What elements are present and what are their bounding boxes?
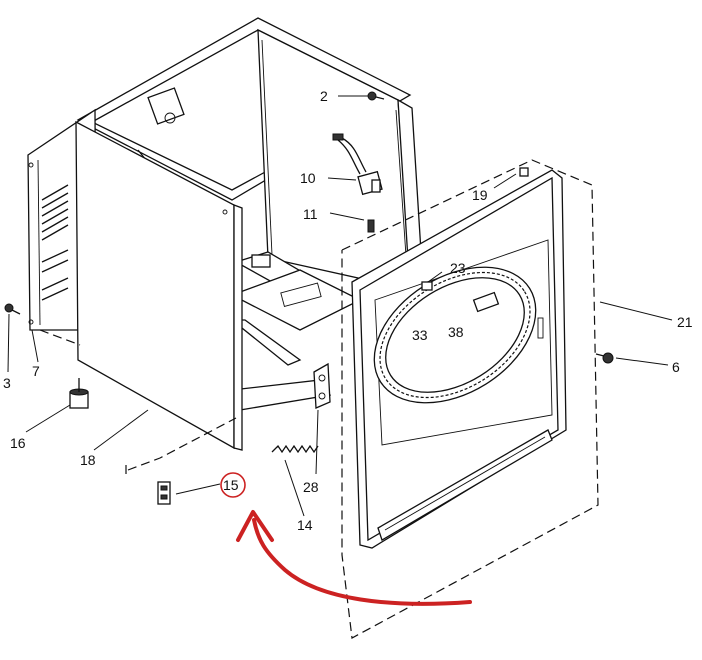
hinge-bracket-28 [313,362,331,409]
callout-16: 16 [10,435,26,451]
callout-3: 3 [3,375,11,391]
callout-15: 15 [223,477,239,493]
spring-14 [271,444,319,454]
callouts: 2 10 11 19 23 21 33 38 6 3 7 16 18 28 14… [3,88,693,533]
callout-18: 18 [80,452,96,468]
screw-part-3 [4,303,21,315]
callout-19: 19 [472,187,488,203]
red-annotation [220,472,472,606]
callout-7: 7 [32,363,40,379]
callout-33: 33 [412,327,428,343]
screw-part-6 [595,352,614,364]
callout-2: 2 [320,88,328,104]
front-assembly-outline [341,159,599,639]
callout-28: 28 [303,479,319,495]
screw-part-11 [367,219,375,233]
vent-slots [41,184,69,301]
clip-part-15 [157,481,171,505]
callout-6: 6 [672,359,680,375]
clip-part-19 [519,167,529,177]
callout-11: 11 [303,206,318,222]
callout-10: 10 [300,170,316,186]
callout-23: 23 [450,260,466,276]
clip-placement-line [127,417,237,471]
leveling-leg-16 [69,378,89,409]
highlight-arrow-icon [252,518,472,606]
callout-14: 14 [297,517,313,533]
callout-38: 38 [448,324,464,340]
leader-lines [7,95,673,517]
highlight-circle [220,472,246,498]
switch-part-10 [332,133,383,196]
side-panel [27,108,243,451]
front-panel [351,169,567,549]
callout-21: 21 [677,314,693,330]
